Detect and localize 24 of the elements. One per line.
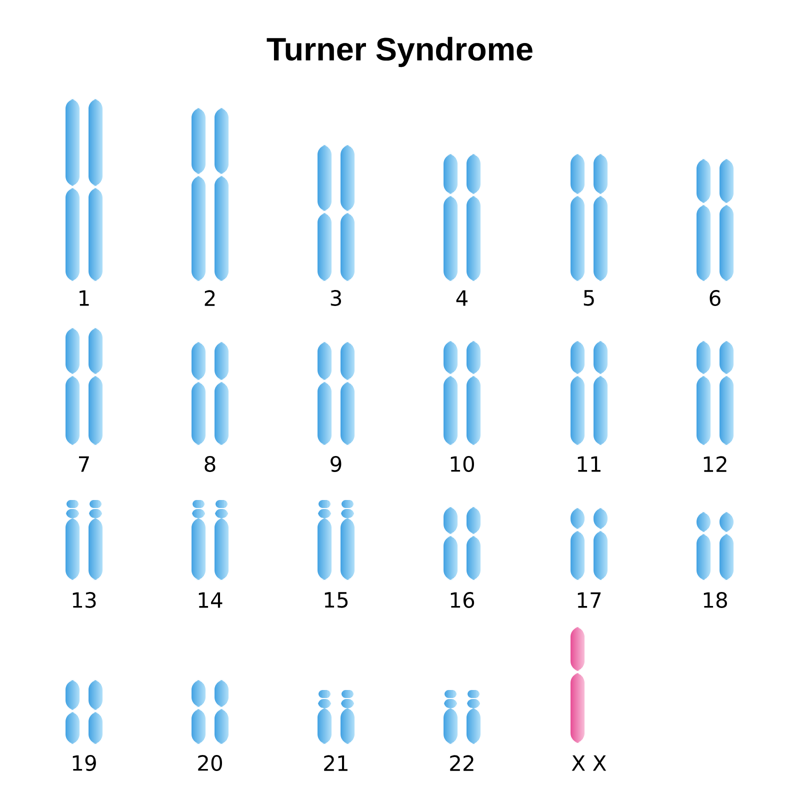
- chromosome-number: 21: [324, 755, 348, 771]
- chromosome-number: 14: [198, 592, 222, 608]
- chromosome-number: 9: [330, 456, 342, 472]
- chromosome-number: 11: [578, 456, 600, 472]
- chromosome-number: 16: [450, 592, 474, 608]
- chromosome-number: 19: [72, 755, 96, 771]
- chromosome-number: 2: [204, 290, 215, 306]
- chromosome-number: 1: [80, 290, 89, 306]
- chromosome-number: 4: [456, 290, 468, 306]
- chromosome-number: 8: [204, 456, 216, 472]
- chromosome-number: 3: [330, 290, 342, 306]
- chromosome-number: 22: [450, 755, 474, 771]
- chromosome-number: 12: [704, 456, 726, 472]
- chromosome-number: 20: [198, 755, 222, 771]
- chromosome-number: 13: [72, 592, 96, 608]
- chromosome-number: 6: [710, 290, 720, 306]
- title: Turner Syndrome: [266, 36, 532, 68]
- chromosome-number: 17: [578, 592, 601, 608]
- chromosome-number: 10: [450, 456, 474, 472]
- chromosome-number: 7: [79, 456, 89, 472]
- chromosome-number: 18: [704, 592, 727, 608]
- chromosome-number: 5: [584, 290, 594, 306]
- chromosome-number: X X: [572, 755, 606, 771]
- chromosome-number: 15: [324, 592, 348, 608]
